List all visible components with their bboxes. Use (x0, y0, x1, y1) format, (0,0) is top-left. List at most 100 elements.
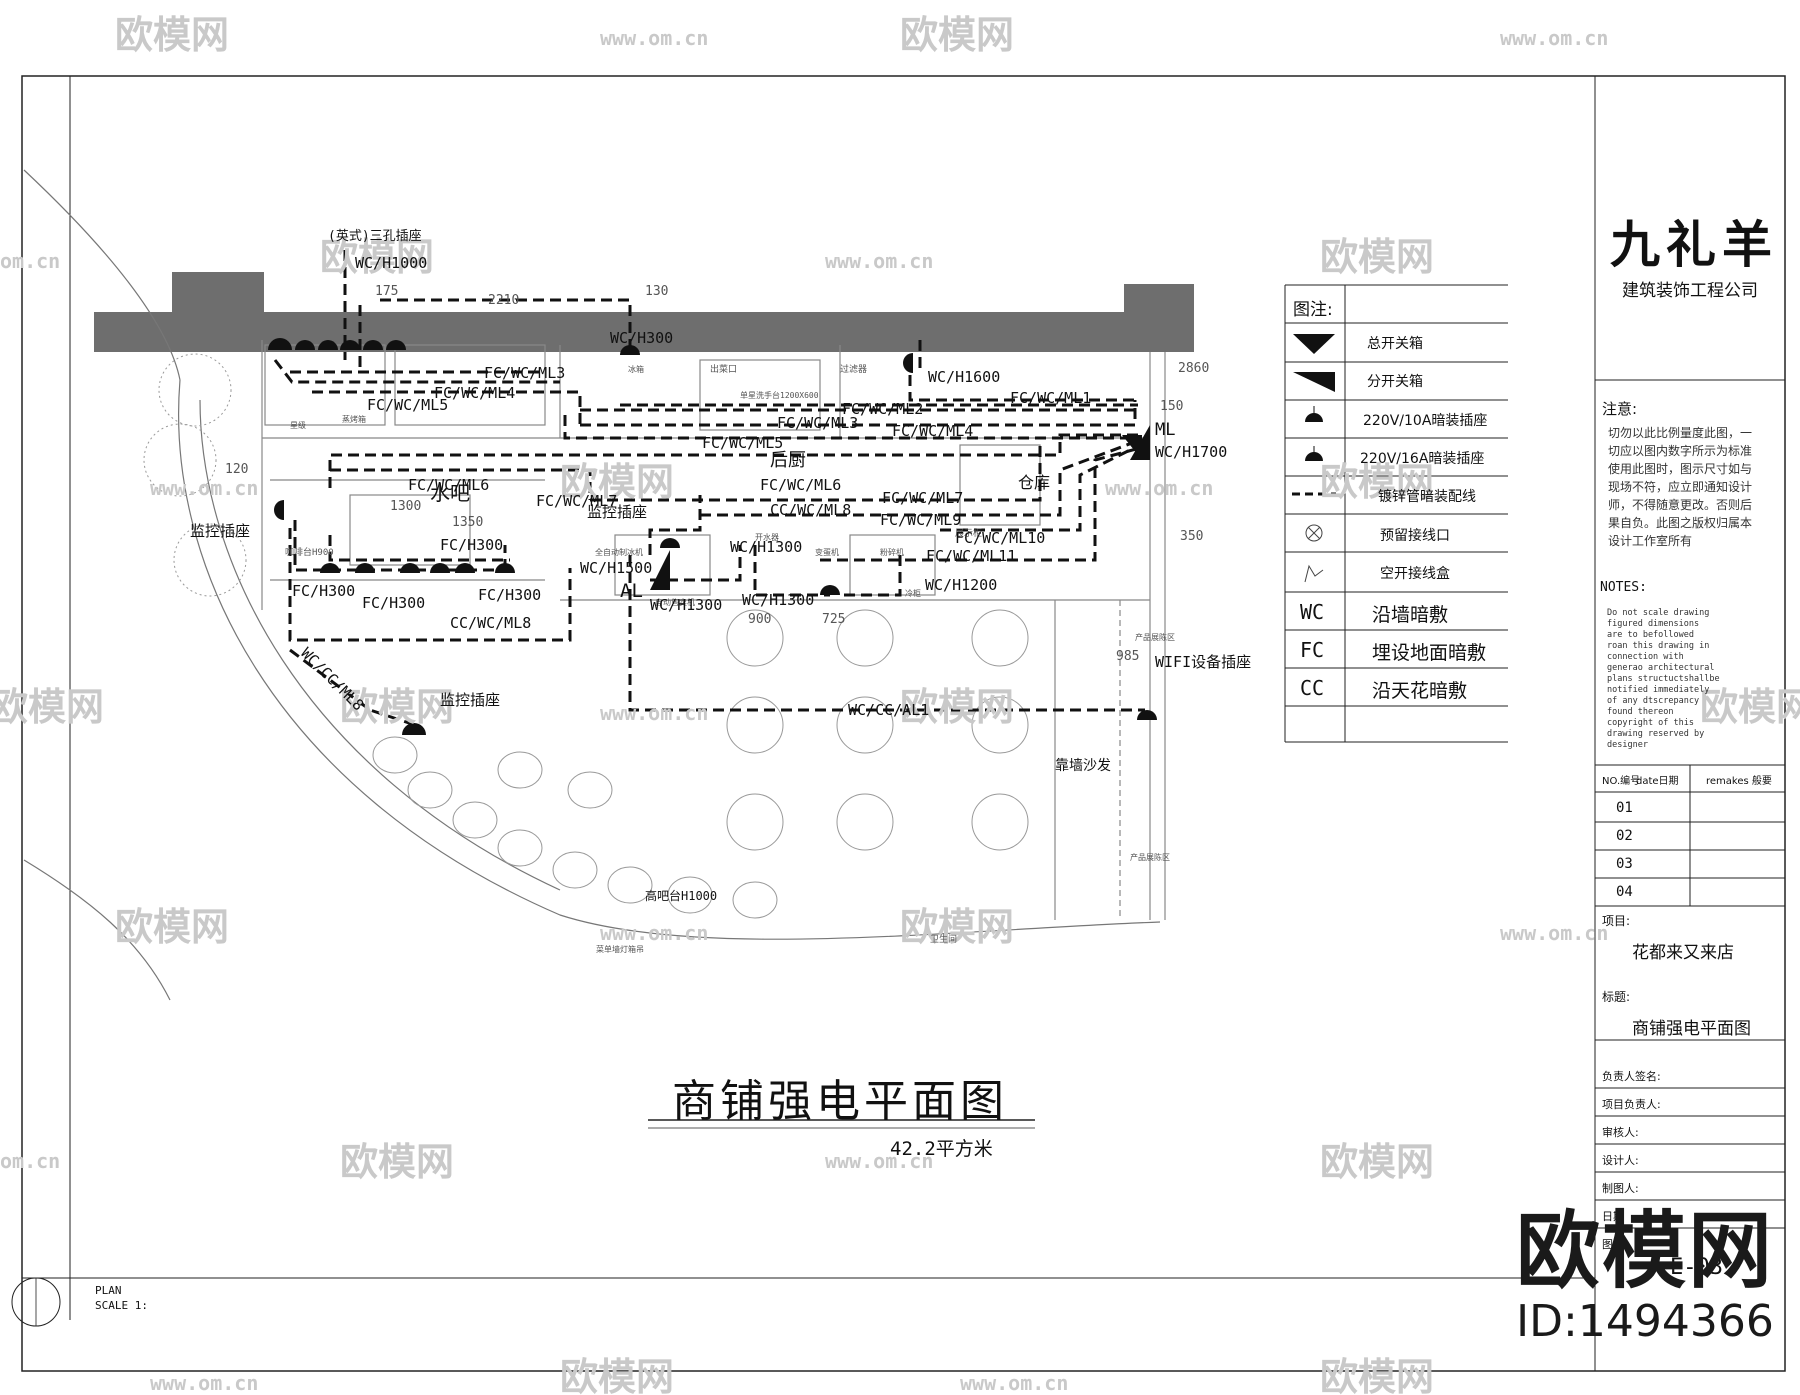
watermark-brand-text: 欧模网 (340, 1140, 454, 1184)
circuit-label: CC/WC/ML8 (450, 614, 531, 632)
watermarks: 欧模网欧模网欧模网欧模网欧模网欧模网欧模网欧模网欧模网欧模网欧模网欧模网欧模网欧… (0, 13, 1800, 1395)
curved-facade (23, 169, 1161, 1001)
sheet-title-label: 标题: (1602, 990, 1631, 1004)
room-label: 靠墙沙发 (1055, 758, 1111, 774)
fixture-label: 开水器 (755, 532, 779, 542)
notes-en-line: of any dtscrepancy (1607, 696, 1700, 706)
watermark-url-text: www.om.cn (150, 1371, 258, 1395)
fixture-label: 冷柜 (905, 588, 921, 598)
legend-code-wc: WC (1300, 600, 1325, 624)
room-label: 仓库 (1018, 473, 1050, 492)
notes-cn-line: 设计工作室所有 (1608, 534, 1693, 548)
furniture (143, 353, 1029, 919)
dimension-label: 2210 (488, 293, 519, 308)
circuit-label: WIFI设备插座 (1155, 653, 1251, 671)
watermark-url-text: www.om.cn (600, 701, 708, 725)
dimension-label: 130 (645, 284, 668, 299)
project-label: 项目: (1602, 914, 1631, 928)
circuit-label: FC/WC/ML1 (1010, 389, 1091, 407)
dimension-label: 120 (225, 462, 248, 477)
watermark-brand-text: 欧模网 (340, 685, 454, 729)
circuit-label: FC/WC/ML4 (892, 422, 973, 440)
notes-en-line: notified immediately (1607, 685, 1710, 695)
watermark-brand-text: 欧模网 (560, 460, 674, 504)
notes-en-line: connection with (1607, 652, 1684, 662)
circuit-label: FC/WC/ML9 (880, 511, 961, 529)
interior-walls (261, 340, 1166, 920)
watermark-brand-text: 欧模网 (560, 1355, 674, 1395)
company-name: 建筑装饰工程公司 (1622, 281, 1758, 301)
drawing-title: 商铺强电平面图 (672, 1076, 1008, 1127)
sign-field: 负责人签名: (1602, 1070, 1661, 1083)
watermark-url-text: www.om.cn (150, 476, 258, 500)
circuit-label: WC/H1300 (650, 596, 722, 614)
watermark-url-text: www.om.cn (1500, 26, 1608, 50)
circuit-label: FC/H300 (478, 586, 541, 604)
watermark-brand-text: 欧模网 (1320, 460, 1434, 504)
legend-code-desc-fc: 埋设地面暗敷 (1372, 642, 1487, 664)
circuit-label: FC/WC/ML4 (434, 384, 515, 402)
fixture-label: 菜单墙灯箱吊 (596, 944, 644, 954)
legend-item-socket-16a: 220V/16A暗装插座 (1360, 451, 1485, 467)
title-block-grid (1595, 379, 1785, 1229)
circuit-label: WC/H1000 (355, 254, 427, 272)
legend-title: 图注: (1293, 300, 1333, 320)
watermark-short-text: om.cn (0, 249, 60, 273)
fixture-label: 展示柜 (955, 527, 982, 539)
watermark-brand-block: 欧模网 ID:1494366 (1515, 1205, 1775, 1347)
dimension-label: 150 (1160, 399, 1183, 414)
legend-item-socket-10a: 220V/10A暗装插座 (1363, 413, 1488, 429)
sign-field: 审核人: (1602, 1126, 1639, 1139)
notes-chinese: 切勿以此比例量度此图，一切应以图内数字所示为标准使用此图时，图示尺寸如与现场不符… (1608, 424, 1752, 550)
watermark-brand-text: 欧模网 (115, 905, 229, 949)
circuit-label: FC/WC/ML5 (367, 396, 448, 414)
watermark-url-text: www.om.cn (1105, 476, 1213, 500)
circuit-label: FC/WC/ML10 (955, 529, 1045, 547)
scale-line1: PLAN (95, 1284, 122, 1297)
fixture-label: 星级 (290, 420, 306, 430)
revision-row: 04 (1616, 884, 1633, 900)
sheet-title-value: 商铺强电平面图 (1632, 1019, 1751, 1039)
circuit-label: WC/H1500 (580, 559, 652, 577)
circuit-label: FC/WC/ML6 (408, 476, 489, 494)
legend-code-desc-cc: 沿天花暗敷 (1372, 680, 1468, 702)
dimension-label: 2860 (1178, 361, 1209, 376)
notes-en-line: are to befollowed (1607, 630, 1694, 640)
dimension-label: 1350 (452, 515, 483, 530)
legend-code-desc-wc: 沿墙暗敷 (1372, 604, 1449, 626)
sign-field: 设计人: (1602, 1154, 1639, 1167)
circuit-label: WC/H1300 (730, 538, 802, 556)
watermark-brand-text: 欧模网 (1320, 1355, 1434, 1395)
circuit-label: 监控插座 (440, 691, 500, 709)
notes-cn-line: 师，不得随意更改。否则后 (1608, 498, 1753, 512)
watermark-url-text: www.om.cn (825, 249, 933, 273)
legend-symbols (1292, 334, 1336, 583)
dimension-label: 1300 (390, 499, 421, 514)
watermark-short-text: om.cn (0, 1149, 60, 1173)
circuit-label: WC/CC/AL1 (848, 701, 929, 719)
circuit-label: CC/WC/ML8 (770, 501, 851, 519)
circuit-label: FC/WC/ML7 (536, 492, 617, 510)
notes-cn-line: 果自负。此图之版权归属本 (1608, 516, 1753, 530)
circuit-label: 监控插座 (190, 522, 250, 540)
sign-field: 制图人: (1602, 1182, 1639, 1195)
revision-header: NO.编号 (1602, 776, 1641, 787)
notes-en-line: copyright of this (1607, 718, 1694, 728)
notes-en-title: NOTES: (1600, 580, 1647, 595)
watermark-brand-text: 欧模网 (0, 685, 104, 729)
legend-item-junction: 预留接线口 (1380, 528, 1450, 544)
circuit-label: WC/H1600 (928, 368, 1000, 386)
scale-line2: SCALE 1: (95, 1299, 148, 1312)
circuit-label: WC/H1700 (1155, 443, 1227, 461)
fixture-label: 咖啡台H900 (285, 546, 334, 558)
watermark-brand-text: 欧模网 (115, 13, 229, 57)
watermark-brand: 欧模网 (1515, 1202, 1774, 1300)
room-label: 水吧 (430, 481, 470, 505)
legend-item-dash-line: 镀锌管暗装配线 (1378, 489, 1476, 505)
fixture-label: 过滤器 (840, 363, 867, 375)
circuit-label: WC/CC/ML8 (297, 644, 367, 714)
circuit-label: WC/H1200 (925, 576, 997, 594)
room-label: 高吧台H1000 (645, 888, 717, 903)
watermark-brand-text: 欧模网 (320, 235, 434, 279)
